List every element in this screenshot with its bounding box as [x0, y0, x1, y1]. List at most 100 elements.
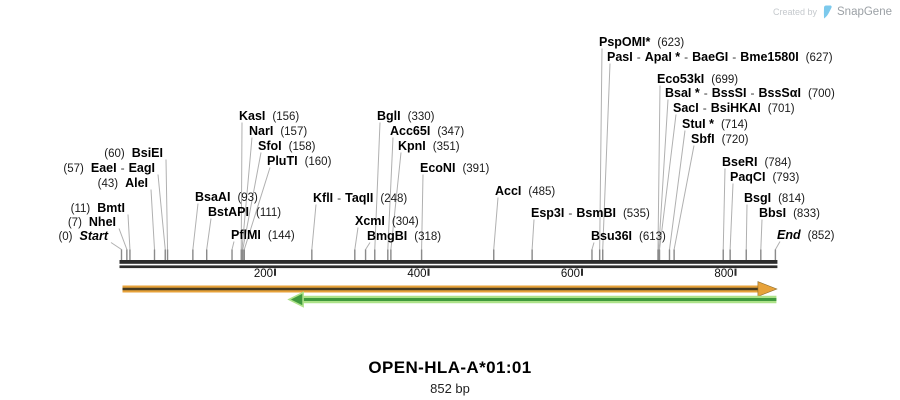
- enzyme-name: KasI: [239, 109, 266, 123]
- enzyme-label-bmgbi[interactable]: BmgBI(318): [367, 229, 441, 244]
- enzyme-label-bsu36i[interactable]: Bsu36I(613): [591, 229, 666, 244]
- feature-arrowhead-forward[interactable]: [757, 281, 778, 297]
- enzyme-label-start[interactable]: (0)Start: [58, 229, 108, 244]
- enzyme-name: EagI: [128, 161, 155, 175]
- enzyme-name: BseRI: [722, 155, 758, 169]
- map-length: 852 bp: [430, 381, 470, 396]
- enzyme-label-bstapi[interactable]: BstAPI(111): [208, 205, 281, 220]
- enzyme-name: BsgI: [744, 191, 772, 205]
- enzyme-label-paqci[interactable]: PaqCI(793): [730, 170, 799, 185]
- site-position: (720): [721, 134, 749, 146]
- site-callout-line: [729, 183, 734, 261]
- site-position: (833): [793, 208, 820, 220]
- sequence-bar[interactable]: [119, 265, 778, 269]
- enzyme-label-bsiei[interactable]: (60)BsiEI: [104, 146, 163, 161]
- enzyme-label-eco53ki[interactable]: Eco53kI(699): [657, 72, 738, 87]
- enzyme-name: Esp3I: [531, 206, 565, 220]
- enzyme-label-eaei-eagi[interactable]: (57)EaeI-EagI: [63, 161, 155, 176]
- enzyme-label-sfoi[interactable]: SfoI(158): [258, 139, 315, 154]
- enzyme-name-separator: -: [703, 86, 708, 100]
- enzyme-name: PasI: [607, 50, 633, 64]
- enzyme-name: End: [777, 228, 801, 242]
- watermark-prefix-text: Created by: [772, 7, 817, 17]
- enzyme-label-end[interactable]: End(852): [777, 228, 834, 243]
- enzyme-name: BsaAI: [195, 190, 231, 204]
- enzyme-name: BmtI: [97, 201, 125, 215]
- enzyme-label-xcmi[interactable]: XcmI(304): [355, 214, 419, 229]
- enzyme-label-bsaai[interactable]: BsaAI(93): [195, 190, 258, 205]
- enzyme-label-nari[interactable]: NarI(157): [249, 124, 307, 139]
- enzyme-name: Start: [79, 229, 108, 243]
- enzyme-name-separator: -: [684, 50, 689, 64]
- enzyme-label-pflmi[interactable]: PflMI(144): [231, 228, 295, 243]
- enzyme-label-acc65i[interactable]: Acc65I(347): [390, 124, 464, 139]
- enzyme-name: ApaI *: [644, 50, 681, 64]
- sequence-bar[interactable]: [119, 260, 778, 264]
- enzyme-label-acci[interactable]: AccI(485): [495, 184, 555, 199]
- enzyme-label-bseri[interactable]: BseRI(784): [722, 155, 791, 170]
- site-position: (43): [97, 178, 119, 190]
- enzyme-label-kfli-taqii[interactable]: KflI-TaqII(248): [313, 191, 407, 206]
- enzyme-label-kasi[interactable]: KasI(156): [239, 109, 299, 124]
- enzyme-name: SacI: [673, 101, 699, 115]
- site-callout-line: [110, 242, 122, 261]
- enzyme-name-separator: -: [732, 50, 737, 64]
- enzyme-label-esp3i-bsmbi[interactable]: Esp3I-BsmBI(535): [531, 206, 650, 221]
- enzyme-name: BsmBI: [576, 206, 616, 220]
- enzyme-name: BbsI: [759, 206, 787, 220]
- enzyme-name: EcoNI: [420, 161, 456, 175]
- enzyme-label-bbsi[interactable]: BbsI (833): [759, 206, 820, 221]
- map-title: OPEN-HLA-A*01:01: [368, 358, 532, 377]
- site-position: (485): [528, 186, 556, 198]
- site-position: (57): [63, 163, 84, 175]
- enzyme-label-alei[interactable]: (43)AleI: [98, 176, 148, 191]
- enzyme-name: KflI: [313, 191, 334, 205]
- enzyme-name: BsiHKAI: [710, 101, 761, 115]
- title-block: OPEN-HLA-A*01:01 852 bp: [0, 358, 900, 396]
- enzyme-name: BssSI: [711, 86, 747, 100]
- site-position: (699): [711, 74, 739, 86]
- enzyme-name: BsaI *: [665, 86, 700, 100]
- site-position: (613): [639, 231, 666, 243]
- site-callout-line: [192, 203, 199, 261]
- enzyme-label-pasi-apai-baegi-bme1580i[interactable]: PasI-ApaI *-BaeGI-Bme1580I(627): [607, 50, 833, 65]
- enzyme-label-bsai-bsssi-bsssi[interactable]: BsaI *-BssSI-BssSαI(700): [665, 86, 835, 101]
- enzyme-label-econi[interactable]: EcoNI (391): [420, 161, 489, 176]
- site-position: (11): [70, 203, 91, 215]
- site-callout-line: [165, 159, 169, 261]
- site-position: (700): [807, 88, 835, 100]
- enzyme-name-separator: -: [702, 101, 707, 115]
- site-position: (391): [462, 163, 490, 175]
- site-position: (318): [414, 231, 442, 243]
- enzyme-name-separator: -: [120, 161, 125, 175]
- site-position: (157): [280, 126, 308, 138]
- site-position: (347): [437, 126, 465, 138]
- enzyme-name: BaeGI: [692, 50, 729, 64]
- enzyme-name: KpnI: [398, 139, 426, 153]
- site-position: (714): [720, 119, 748, 131]
- enzyme-name: Bme1580I: [740, 50, 799, 64]
- enzyme-label-bmti[interactable]: (11) BmtI: [71, 201, 125, 216]
- enzyme-name: StuI *: [682, 117, 714, 131]
- axis-tick-label: 800: [714, 267, 734, 280]
- site-position: (144): [267, 230, 295, 242]
- enzyme-label-pluti[interactable]: PluTI(160): [267, 154, 331, 169]
- enzyme-label-nhei[interactable]: (7)NheI: [68, 215, 116, 230]
- enzyme-label-sbfi[interactable]: SbfI(720): [691, 132, 748, 147]
- enzyme-label-bgli[interactable]: BglI(330): [377, 109, 434, 124]
- site-position: (627): [805, 52, 833, 64]
- enzyme-label-pspomi[interactable]: PspOMI*(623): [599, 35, 684, 50]
- enzyme-name: NheI: [88, 215, 116, 229]
- enzyme-label-saci-bsihkai[interactable]: SacI-BsiHKAI(701): [673, 101, 795, 116]
- site-position: (793): [772, 172, 800, 184]
- site-position: (60): [104, 148, 125, 160]
- enzyme-label-bsgi[interactable]: BsgI(814): [744, 191, 805, 206]
- site-callout-line: [722, 168, 726, 261]
- enzyme-label-kpni[interactable]: KpnI(351): [398, 139, 460, 154]
- feature-arrowhead-reverse[interactable]: [287, 291, 304, 308]
- enzyme-name: PspOMI*: [599, 35, 651, 49]
- enzyme-label-stui[interactable]: StuI * (714): [682, 117, 748, 132]
- enzyme-name: BssSαI: [758, 86, 801, 100]
